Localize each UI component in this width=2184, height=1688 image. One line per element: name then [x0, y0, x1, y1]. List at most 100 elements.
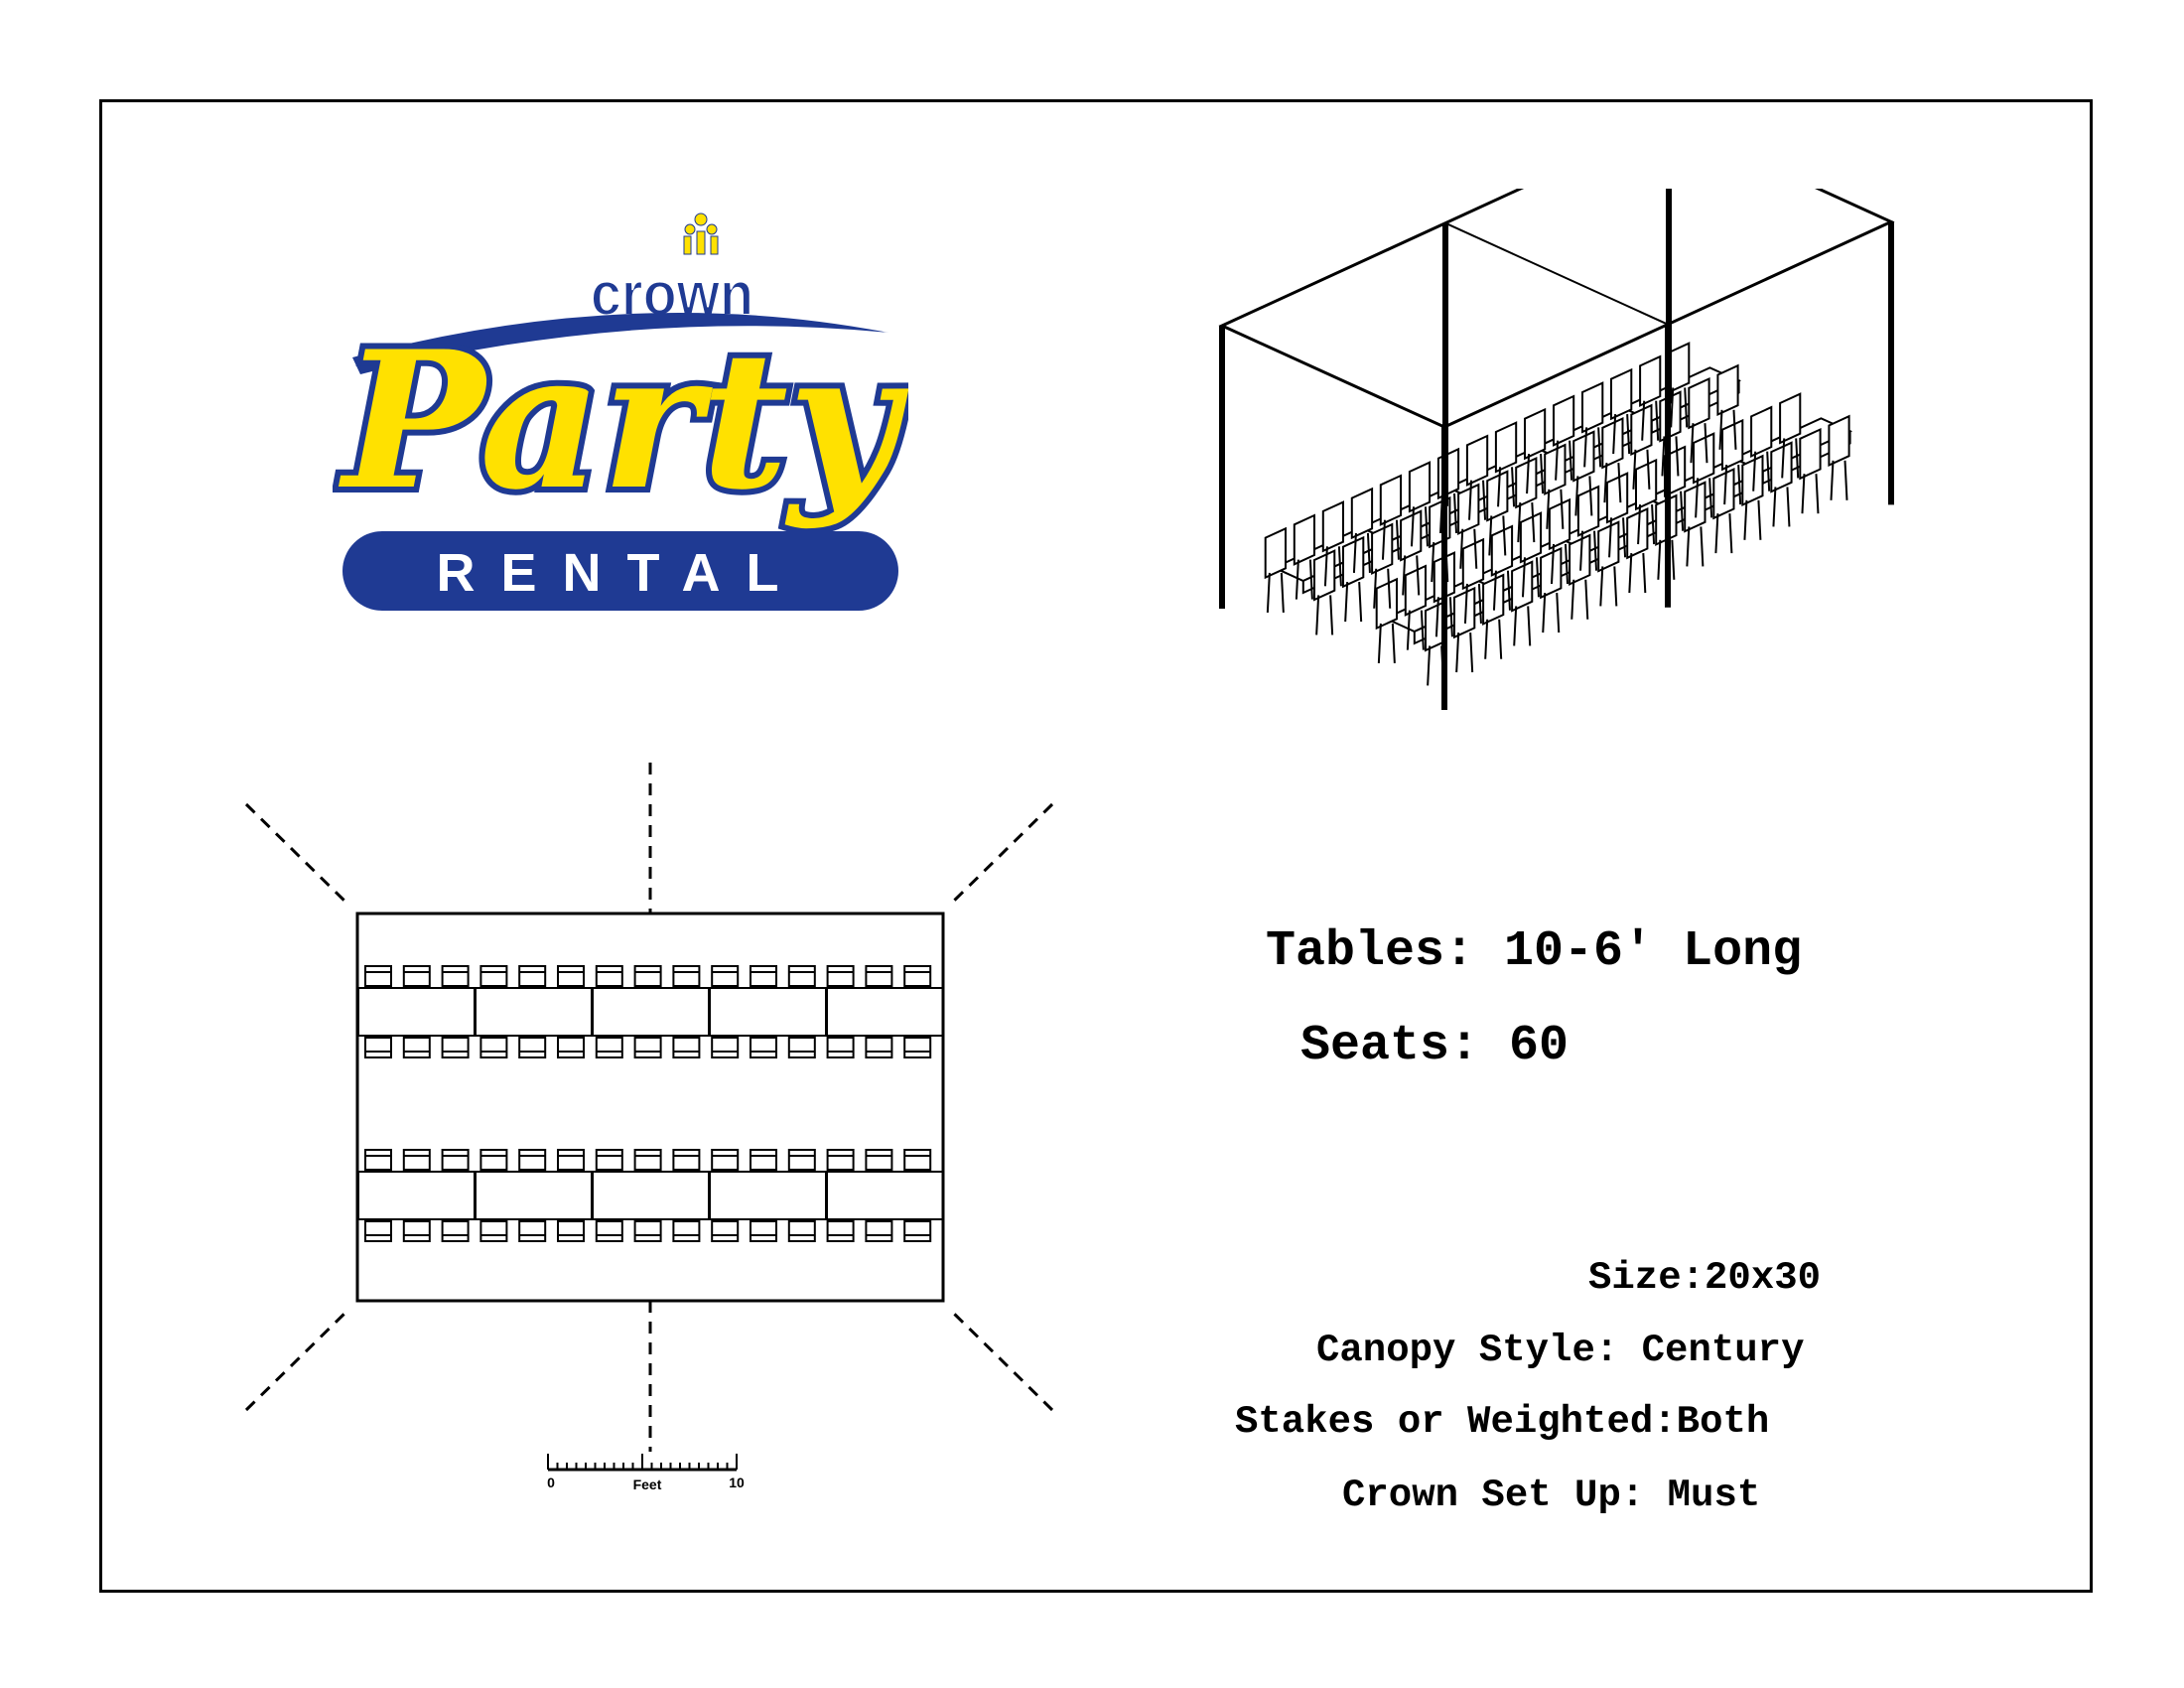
chair-leg — [1431, 542, 1435, 583]
chair — [750, 1220, 777, 1242]
chair — [1741, 454, 1764, 507]
chair-leg — [1603, 463, 1608, 503]
table — [709, 987, 827, 1037]
chair-leg — [1597, 427, 1602, 468]
chair — [441, 965, 470, 987]
guy-line-top-left — [244, 802, 351, 908]
chair-leg — [1337, 546, 1342, 587]
canopy-ridge — [1444, 221, 1669, 326]
chair-leg — [1323, 546, 1328, 587]
chair — [1342, 535, 1365, 589]
chair — [441, 1149, 470, 1171]
chair-leg — [1743, 499, 1748, 540]
chair — [595, 965, 623, 987]
chair — [711, 965, 740, 987]
chair-leg — [1642, 553, 1647, 594]
chair-leg — [1402, 555, 1407, 596]
chair-leg — [1424, 506, 1429, 547]
chair-leg — [1448, 597, 1453, 637]
chair-leg — [1308, 559, 1313, 600]
chair-leg — [1266, 572, 1271, 613]
chair — [903, 965, 932, 987]
chair — [750, 1149, 777, 1171]
chair — [402, 1037, 431, 1058]
chair-leg — [1641, 400, 1646, 441]
chair — [557, 1149, 585, 1171]
chair — [1668, 342, 1691, 394]
chair — [1721, 418, 1744, 472]
chair-leg — [1377, 623, 1382, 663]
crown-icon — [683, 212, 719, 255]
seats-label: Seats: 60 — [1300, 1018, 1570, 1074]
chair — [1524, 407, 1547, 461]
chair-leg — [1795, 438, 1800, 479]
chair-leg — [1671, 539, 1676, 580]
chair — [711, 1220, 740, 1242]
chair-leg — [1686, 526, 1691, 567]
setup-label: Crown Set Up: Must — [1342, 1474, 1761, 1517]
stakes-label: Stakes or Weighted:Both — [1235, 1400, 1770, 1444]
chair — [1519, 511, 1543, 564]
chair — [1465, 434, 1489, 487]
chair — [1461, 537, 1485, 591]
chair — [750, 965, 777, 987]
chair — [402, 965, 431, 987]
chair-leg — [1622, 517, 1627, 558]
chair — [1400, 509, 1423, 562]
chair — [1610, 367, 1633, 421]
chair-leg — [1584, 579, 1589, 620]
chair — [1548, 497, 1571, 551]
chair-leg — [1684, 387, 1689, 428]
chair — [1712, 467, 1735, 520]
chair — [1639, 354, 1662, 407]
logo-party-text: Party — [338, 310, 908, 531]
chair-leg — [1617, 463, 1622, 503]
chair-leg — [1675, 436, 1680, 477]
chair-leg — [1526, 453, 1531, 494]
chair — [865, 1220, 893, 1242]
chair — [364, 1149, 392, 1171]
chair-leg — [1593, 530, 1598, 571]
chair-leg — [1527, 606, 1532, 646]
tent-isometric-view — [1218, 189, 1895, 710]
chair-leg — [1646, 449, 1651, 490]
chair — [1511, 560, 1534, 613]
chair-leg — [1453, 492, 1458, 534]
chair-leg — [1737, 464, 1742, 505]
chair — [518, 1149, 547, 1171]
chair — [633, 965, 662, 987]
chair-leg — [1801, 474, 1806, 514]
chair-leg — [1546, 489, 1551, 529]
chair — [826, 1037, 855, 1058]
chair — [1515, 456, 1538, 509]
chair — [441, 1220, 470, 1242]
chair — [787, 965, 816, 987]
table — [592, 987, 710, 1037]
chair-leg — [1723, 464, 1728, 505]
chair-leg — [1574, 476, 1579, 516]
chair-leg — [1670, 387, 1675, 428]
chair-leg — [1391, 623, 1396, 663]
logo-swoosh — [352, 313, 888, 374]
chair — [1540, 546, 1563, 600]
logo-rental-banner — [342, 531, 898, 611]
scale-end-label: 10 — [729, 1475, 745, 1490]
chair — [364, 1037, 392, 1058]
chair-leg — [1366, 532, 1371, 574]
chair — [595, 1220, 623, 1242]
chair-leg — [1781, 438, 1786, 479]
tent-floor-plan: 0 Feet 10 — [244, 763, 1054, 1492]
chair — [1486, 470, 1509, 522]
chair — [364, 1220, 392, 1242]
tent-isometric-drawing — [1218, 189, 1895, 710]
canopy-edge — [1218, 189, 1895, 429]
chair — [826, 1220, 855, 1242]
chair-leg — [1732, 409, 1737, 450]
chair — [865, 1149, 893, 1171]
chair-leg — [1513, 606, 1518, 646]
chair-leg — [1473, 528, 1478, 569]
chair — [402, 1220, 431, 1242]
chair-leg — [1329, 595, 1334, 635]
logo-rental-text: RENTAL — [437, 543, 805, 603]
chair-leg — [1569, 440, 1573, 481]
